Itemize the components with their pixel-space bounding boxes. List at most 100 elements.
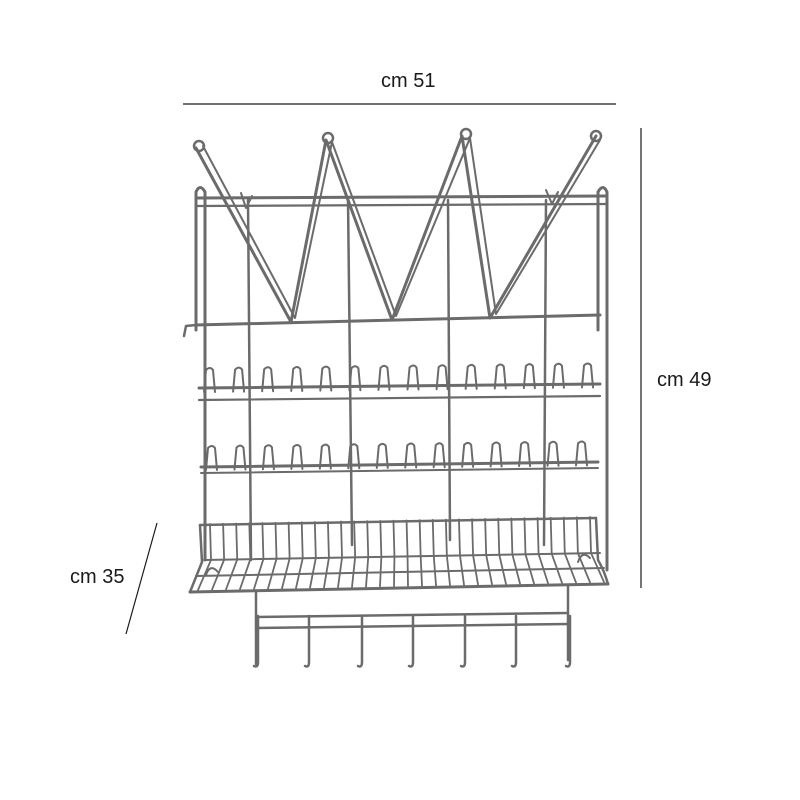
wire-prong xyxy=(435,364,449,391)
basket-corner-hook xyxy=(205,567,219,576)
wire-prong xyxy=(375,442,389,469)
v-hanger xyxy=(202,137,601,319)
basket-wire xyxy=(523,517,535,585)
hook xyxy=(564,614,572,668)
wire-prong xyxy=(348,365,362,392)
wire-prong xyxy=(233,444,247,471)
width-dimension-label: cm 51 xyxy=(381,70,436,92)
wire-prong xyxy=(546,440,560,467)
vertical-bar xyxy=(446,198,452,542)
wire-prong xyxy=(581,362,594,389)
basket-wire xyxy=(405,519,409,587)
wire-prong xyxy=(432,442,446,469)
basket-back-rail xyxy=(198,516,598,527)
hook xyxy=(303,614,311,668)
basket-wire xyxy=(562,516,577,584)
wire-prong xyxy=(232,366,246,393)
middle-rail xyxy=(194,313,602,327)
wire-prong xyxy=(318,443,332,470)
wire-prong xyxy=(290,365,304,392)
rack-left-frame xyxy=(194,186,207,562)
wire-prong xyxy=(290,443,304,470)
wire-prong xyxy=(493,363,507,390)
height-dimension-label: cm 49 xyxy=(657,369,712,391)
basket-wire xyxy=(589,516,605,583)
depth-dimension-label: cm 35 xyxy=(70,566,125,588)
basket-wire xyxy=(458,518,465,586)
basket-wire xyxy=(484,518,493,586)
wire-prong xyxy=(522,363,536,390)
hook xyxy=(510,614,518,668)
hanger-ring xyxy=(192,139,206,153)
vertical-bar xyxy=(246,198,253,562)
rack-right-frame xyxy=(596,186,609,572)
top-rail xyxy=(194,194,609,200)
wire-prong xyxy=(489,441,503,468)
basket-left-side xyxy=(188,523,204,594)
wire-prong xyxy=(319,365,333,392)
basket-front-rail xyxy=(188,582,610,594)
hook xyxy=(356,614,364,668)
rail-clip xyxy=(545,189,559,205)
basket-wire xyxy=(295,521,304,589)
rail-clip xyxy=(240,192,253,209)
basket-wire xyxy=(253,522,265,590)
basket-wire xyxy=(431,518,437,587)
top-rail-inner xyxy=(194,202,609,208)
basket-wire xyxy=(239,522,252,591)
hook xyxy=(407,614,415,668)
wire-prong xyxy=(406,364,420,391)
basket-wire xyxy=(225,522,239,591)
prong-shelf-rail xyxy=(199,460,600,469)
vertical-bar xyxy=(542,198,548,547)
prong-shelf-rail xyxy=(197,394,602,402)
depth-dimension-line xyxy=(125,522,158,635)
wire-prong xyxy=(347,443,361,470)
basket-wire xyxy=(510,517,521,585)
wire-rack xyxy=(182,127,610,668)
hook xyxy=(459,614,467,668)
basket-wire xyxy=(351,520,357,588)
wire-prong xyxy=(261,366,275,393)
hanger-ring xyxy=(459,127,473,141)
basket-wire xyxy=(575,516,591,584)
wire-prong xyxy=(377,364,391,391)
basket-wire xyxy=(471,518,479,586)
wire-prong xyxy=(518,441,532,468)
basket-right-side xyxy=(594,516,610,586)
basket-wire xyxy=(536,517,549,585)
basket-floor-rail xyxy=(195,567,605,577)
wire-prong xyxy=(404,442,418,469)
middle-rail-hook-left xyxy=(182,323,198,338)
basket-wire xyxy=(365,520,370,588)
wire-prong xyxy=(261,444,275,471)
basket-wires xyxy=(197,516,605,591)
prong-row xyxy=(205,440,588,471)
basket-wire xyxy=(309,521,317,589)
wire-prong xyxy=(551,362,565,389)
basket-corner-hook xyxy=(577,553,591,563)
hook xyxy=(252,614,260,668)
wire-prong xyxy=(461,441,475,468)
v-hanger xyxy=(194,134,598,324)
prong-shelf-rail xyxy=(197,382,602,390)
wire-prong xyxy=(203,367,216,393)
wire-prong xyxy=(205,445,218,471)
basket-wire xyxy=(267,521,278,590)
hanger-ring xyxy=(589,129,603,143)
basket-wire xyxy=(197,523,212,591)
hanger-ring xyxy=(321,131,335,145)
basket-wire xyxy=(418,519,423,587)
prong-row xyxy=(203,362,594,393)
basket-wire xyxy=(323,520,330,589)
basket-mid-rail xyxy=(203,552,601,561)
basket-wire xyxy=(337,520,343,589)
basket-wire xyxy=(444,518,451,586)
basket-wire xyxy=(549,516,563,584)
basket-wire xyxy=(211,522,226,591)
wire-prong xyxy=(464,363,478,390)
basket-wire xyxy=(379,519,383,588)
basket-wire xyxy=(497,517,507,585)
hook-row xyxy=(252,614,572,668)
